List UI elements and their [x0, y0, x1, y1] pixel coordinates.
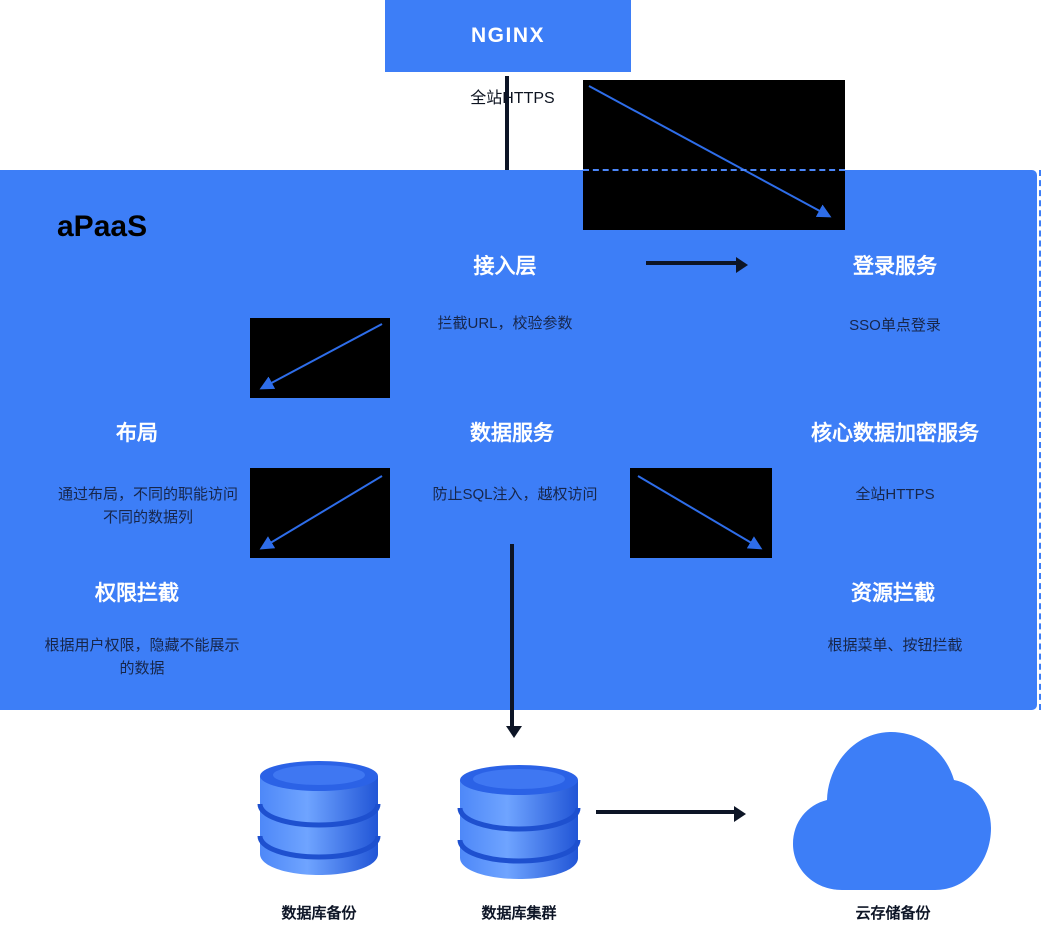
https-label: 全站HTTPS	[470, 90, 555, 107]
node-subtitle-login: SSO单点登录	[849, 317, 941, 334]
node-subtitle-layout: 通过布局，不同的职能访问 不同的数据列	[57, 486, 238, 526]
db-backup-label: 数据库备份	[281, 905, 357, 922]
node-title-access: 接入层	[473, 255, 537, 278]
arrow-head-icon	[506, 726, 522, 738]
database-icon	[257, 761, 381, 875]
panel-dashed-right-border	[1039, 170, 1041, 710]
db-cluster-node	[456, 762, 582, 880]
node-title-data-service: 数据服务	[470, 422, 554, 445]
db-cluster-label: 数据库集群	[481, 905, 557, 922]
nginx-label: NGINX	[470, 24, 545, 47]
node-subtitle-access: 拦截URL，校验参数	[437, 315, 573, 332]
arrow-line	[596, 810, 734, 814]
database-icon	[457, 765, 581, 879]
node-title-resource: 资源拦截	[851, 582, 935, 605]
arrow-line	[510, 544, 514, 726]
node-subtitle-resource: 根据菜单、按钮拦截	[827, 637, 963, 654]
node-title-login: 登录服务	[853, 255, 937, 278]
arrow-line	[505, 76, 509, 208]
node-title-permission: 权限拦截	[95, 582, 179, 605]
diagonal-arrow-icon	[588, 85, 832, 218]
cloud-icon	[793, 732, 991, 890]
arrow-nginx-to-login-box	[583, 80, 845, 230]
arrow-data-to-permission-box	[250, 468, 390, 558]
diagonal-arrow-icon	[259, 323, 383, 390]
diagonal-arrow-icon	[637, 475, 763, 550]
nginx-node: NGINX	[385, 0, 631, 72]
node-title-encrypt-service: 核心数据加密服务	[811, 422, 979, 445]
node-subtitle-data-service: 防止SQL注入，越权访问	[432, 486, 598, 503]
panel-title: aPaaS	[57, 210, 148, 243]
arrow-head-icon	[736, 257, 748, 273]
panel-dashed-top-border	[583, 169, 845, 171]
arrow-line	[646, 261, 736, 265]
cloud-backup-node	[788, 714, 996, 904]
arrow-head-icon	[734, 806, 746, 822]
diagonal-arrow-icon	[259, 475, 383, 550]
db-backup-node	[256, 758, 382, 876]
node-subtitle-encrypt-service: 全站HTTPS	[855, 486, 935, 503]
apaas-panel	[0, 170, 1037, 710]
node-title-layout: 布局	[116, 422, 158, 445]
node-subtitle-permission: 根据用户权限，隐藏不能展示 的数据	[44, 637, 240, 677]
arrow-access-to-layout-box	[250, 318, 390, 398]
arrow-data-to-resource-box	[630, 468, 772, 558]
cloud-backup-label: 云存储备份	[855, 905, 931, 922]
